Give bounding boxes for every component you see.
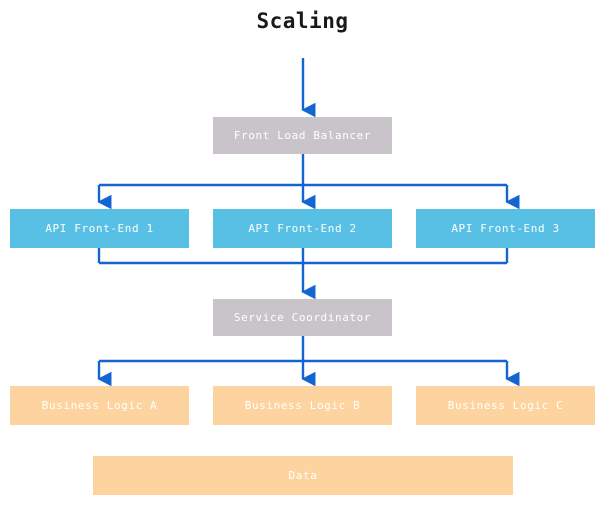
node-label: Business Logic C: [447, 399, 564, 412]
node-label: API Front-End 2: [248, 222, 357, 235]
node-service-coordinator[interactable]: Service Coordinator: [213, 299, 392, 336]
node-label: Front Load Balancer: [233, 129, 372, 142]
node-api-front-end-3[interactable]: API Front-End 3: [416, 209, 595, 248]
node-label: Business Logic A: [41, 399, 158, 412]
diagram-title: Scaling: [256, 9, 349, 33]
node-label: Data: [288, 469, 318, 482]
node-data[interactable]: Data: [93, 456, 513, 495]
node-front-load-balancer[interactable]: Front Load Balancer: [213, 117, 392, 154]
node-api-front-end-1[interactable]: API Front-End 1: [10, 209, 189, 248]
node-label: API Front-End 1: [45, 222, 154, 235]
node-label: Business Logic B: [244, 399, 361, 412]
node-business-logic-a[interactable]: Business Logic A: [10, 386, 189, 425]
node-business-logic-c[interactable]: Business Logic C: [416, 386, 595, 425]
node-label: Service Coordinator: [233, 311, 372, 324]
node-label: API Front-End 3: [451, 222, 560, 235]
node-api-front-end-2[interactable]: API Front-End 2: [213, 209, 392, 248]
node-business-logic-b[interactable]: Business Logic B: [213, 386, 392, 425]
